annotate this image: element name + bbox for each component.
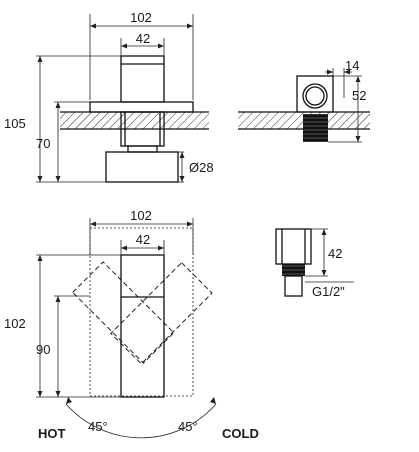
square-body — [296, 75, 334, 113]
nut — [127, 145, 158, 153]
angle-left-label: 45° — [88, 419, 108, 434]
top-view: 102 42 102 90 45° 45° HOT COLD — [4, 208, 259, 441]
side-dim-width: 102 — [130, 10, 152, 25]
side-dim-handle: 42 — [136, 31, 150, 46]
connector-thread — [282, 264, 305, 276]
side-dim-total-height: 105 — [4, 116, 26, 131]
handle-body — [120, 55, 165, 103]
connector-body — [275, 228, 312, 265]
wall-section — [60, 112, 209, 129]
thread-in-wall — [303, 114, 328, 142]
hot-label: HOT — [38, 426, 66, 441]
connector-tail — [284, 275, 303, 297]
cold-label: COLD — [222, 426, 259, 441]
wall-dim-offset: 14 — [345, 58, 359, 73]
top-flange-outline — [89, 227, 194, 397]
side-view: 102 42 105 70 Ø28 — [4, 10, 214, 183]
handle-rotation-left — [71, 261, 175, 364]
center-handle — [120, 254, 165, 398]
angle-right-label: 45° — [178, 419, 198, 434]
top-dim-width: 102 — [130, 208, 152, 223]
handle-rotation-right — [110, 261, 213, 365]
base-block — [105, 151, 179, 183]
top-dim-handle: 42 — [136, 232, 150, 247]
connector-dim-height: 42 — [328, 246, 342, 261]
side-dim-lower-height: 70 — [36, 136, 50, 151]
wall-dim-height: 52 — [352, 88, 366, 103]
side-dim-diameter: Ø28 — [189, 160, 214, 175]
flange — [89, 101, 194, 113]
rotation-arc — [65, 403, 217, 439]
connector-thread-label: G1/2" — [312, 284, 345, 299]
round-knob — [302, 83, 328, 109]
wall-detail: 14 52 — [238, 58, 370, 143]
connector-detail: 42 G1/2" — [275, 228, 354, 299]
top-dim-total-height: 102 — [4, 316, 26, 331]
top-dim-inner-height: 90 — [36, 342, 50, 357]
